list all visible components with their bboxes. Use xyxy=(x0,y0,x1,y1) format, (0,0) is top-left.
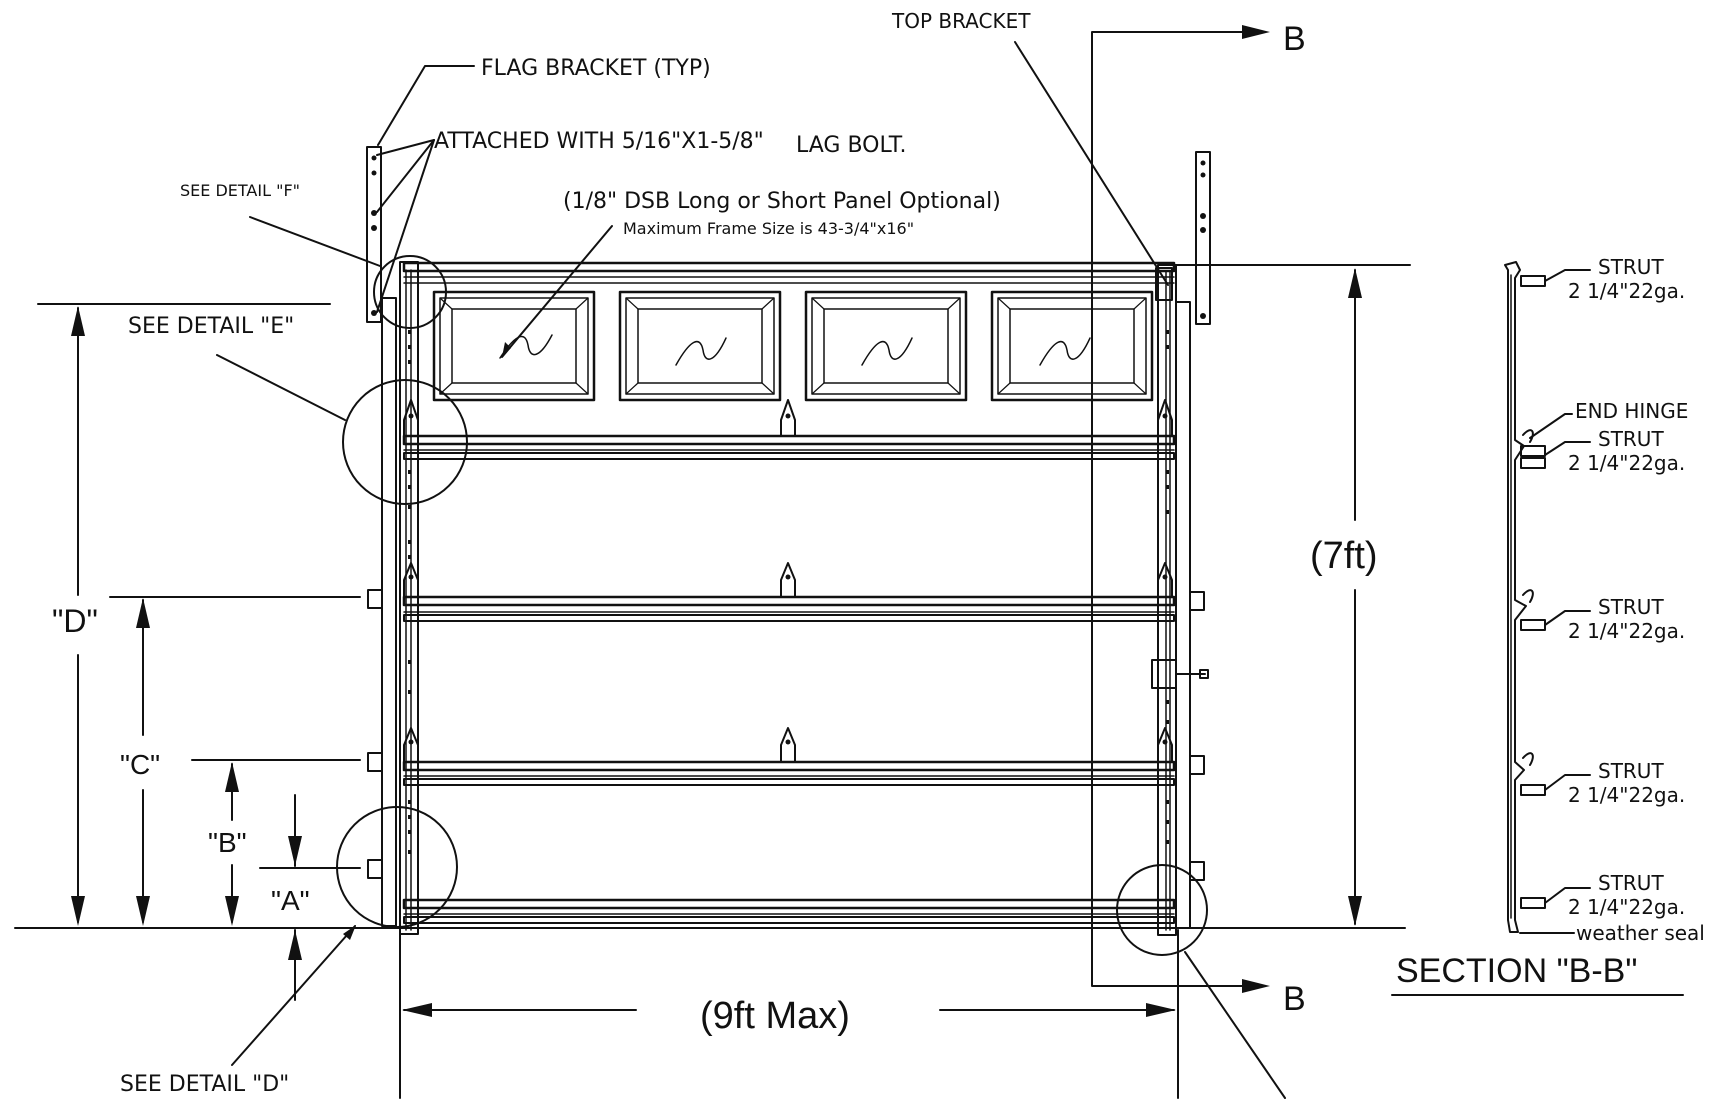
dim-b-label: "B" xyxy=(208,827,247,858)
dim-a xyxy=(288,794,302,1001)
right-track-holes xyxy=(1166,330,1169,844)
section-strut-4-spec: 2 1/4"22ga. xyxy=(1568,783,1685,807)
section-strut-2-spec: 2 1/4"22ga. xyxy=(1568,451,1685,475)
section-end-hinge-label: END HINGE xyxy=(1575,399,1688,423)
detail-d-circle xyxy=(336,806,458,928)
section-strut-1-label: STRUT xyxy=(1598,255,1664,279)
lag-bolt-tail-label: LAG BOLT. xyxy=(796,133,907,158)
section-weather-seal-label: weather seal xyxy=(1576,921,1705,945)
section-mark-top: B xyxy=(1283,20,1306,58)
dim-a-label: "A" xyxy=(271,885,310,916)
section-strut-5-spec: 2 1/4"22ga. xyxy=(1568,895,1685,919)
window-1 xyxy=(432,290,596,402)
panel-optional-label: (1/8" DSB Long or Short Panel Optional) xyxy=(563,189,1001,214)
section-strut-3-label: STRUT xyxy=(1598,595,1664,619)
detail-f-circle xyxy=(373,255,447,329)
see-detail-d-label: SEE DETAIL "D" xyxy=(120,1072,289,1097)
width-label: (9ft Max) xyxy=(700,995,850,1037)
hinges xyxy=(403,399,1173,763)
section-strut-5-label: STRUT xyxy=(1598,871,1664,895)
left-track-holes xyxy=(408,330,411,854)
detail-d-arrowhead xyxy=(343,925,356,940)
window-3 xyxy=(804,290,968,402)
dim-b xyxy=(225,762,239,926)
dim-width xyxy=(399,929,1179,1099)
detail-e-circle xyxy=(342,379,468,505)
section-mark-bottom: B xyxy=(1283,980,1306,1018)
track-side-brackets xyxy=(367,589,1209,881)
door-panels xyxy=(402,261,1176,924)
see-detail-e-label: SEE DETAIL "E" xyxy=(128,314,294,339)
section-cut-line xyxy=(1091,25,1270,993)
dim-height xyxy=(1348,268,1362,926)
top-bracket xyxy=(1155,267,1173,301)
top-bracket-label: TOP BRACKET xyxy=(891,9,1031,33)
detail-g-circle xyxy=(1116,864,1208,956)
max-frame-label: Maximum Frame Size is 43-3/4"x16" xyxy=(623,219,914,238)
window-2 xyxy=(618,290,782,402)
section-strut-3-spec: 2 1/4"22ga. xyxy=(1568,619,1685,643)
section-strut-1-spec: 2 1/4"22ga. xyxy=(1568,279,1685,303)
dim-d xyxy=(71,306,85,926)
section-b-b-view xyxy=(1391,261,1684,996)
section-strut-2-label: STRUT xyxy=(1598,427,1664,451)
lag-bolt-label: ATTACHED WITH 5/16"X1-5/8" xyxy=(434,129,764,154)
height-label: (7ft) xyxy=(1310,535,1378,577)
section-title: SECTION "B-B" xyxy=(1396,952,1637,990)
see-detail-f-label: SEE DETAIL "F" xyxy=(180,181,300,200)
window-4 xyxy=(990,290,1154,402)
panel-leader-arrowhead xyxy=(502,342,511,357)
dim-c-label: "C" xyxy=(120,749,160,780)
dim-d-label: "D" xyxy=(52,603,98,639)
right-flag-bracket xyxy=(1195,151,1211,325)
flag-bracket-label: FLAG BRACKET (TYP) xyxy=(481,56,711,81)
section-strut-4-label: STRUT xyxy=(1598,759,1664,783)
left-flag-bracket xyxy=(366,146,382,323)
dim-c xyxy=(136,598,150,926)
